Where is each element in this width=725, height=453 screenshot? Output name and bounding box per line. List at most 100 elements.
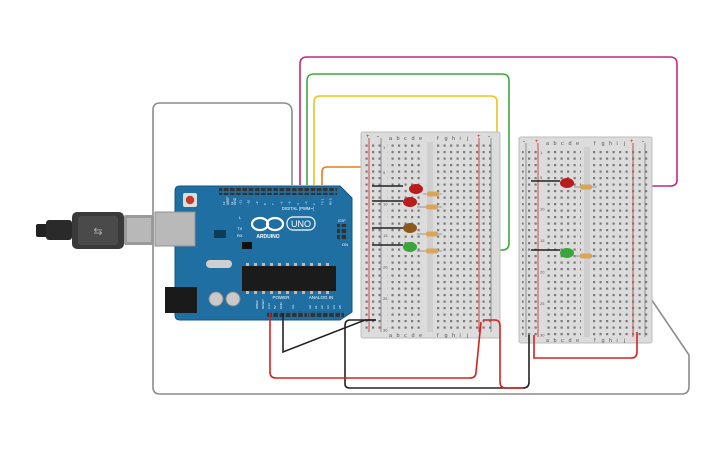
wire-black-board2 bbox=[344, 319, 530, 389]
row-number: 20 bbox=[383, 265, 388, 270]
analog-pin-label: A3 bbox=[326, 305, 330, 309]
bb2-minus-rail-right: - bbox=[642, 139, 644, 145]
power-label: POWER bbox=[272, 295, 290, 300]
arduino-logo bbox=[250, 216, 285, 232]
column-letter: h bbox=[609, 338, 612, 344]
column-letter: d bbox=[569, 141, 572, 147]
bb1-minus-rail-right: - bbox=[488, 134, 490, 140]
digital-pin-label: ~3 bbox=[304, 201, 308, 205]
column-letter: f bbox=[594, 338, 596, 344]
row-number: 15 bbox=[383, 233, 388, 238]
row-number: 1 bbox=[383, 145, 386, 150]
tx-label: TX bbox=[237, 226, 242, 231]
column-letter: e bbox=[419, 136, 422, 142]
digital-pin-label: TX 1 bbox=[320, 198, 324, 205]
analog-pin-label: A5 bbox=[338, 305, 342, 309]
uno-model: UNO bbox=[291, 219, 311, 229]
resistor bbox=[417, 231, 442, 237]
column-letter: g bbox=[445, 136, 448, 142]
column-letter: c bbox=[561, 338, 564, 344]
bb1-minus-rail: - bbox=[377, 134, 379, 140]
resistor bbox=[417, 248, 442, 254]
wire-red-5v bbox=[269, 313, 482, 379]
atmega-chip bbox=[242, 266, 336, 291]
l-led-label: L bbox=[239, 215, 242, 220]
row-number: 25 bbox=[540, 301, 545, 306]
led-green bbox=[403, 242, 417, 252]
column-letter: h bbox=[452, 136, 455, 142]
resistor bbox=[574, 184, 597, 190]
digital-pin-label: ~6 bbox=[279, 201, 283, 205]
aref-label: AREF bbox=[226, 196, 230, 205]
column-letter: j bbox=[623, 338, 625, 344]
wire-gray bbox=[152, 102, 690, 395]
capacitor bbox=[225, 291, 241, 307]
bb1-plus-rail: + bbox=[366, 134, 370, 140]
row-number: 5 bbox=[383, 170, 386, 175]
power-header bbox=[267, 311, 307, 317]
column-letter: d bbox=[412, 333, 415, 339]
column-letter: c bbox=[561, 141, 564, 147]
column-letter: i bbox=[617, 141, 618, 147]
column-letter: d bbox=[569, 338, 572, 344]
ioref-label: IOREF bbox=[255, 300, 259, 309]
digital-pin-label: 7 bbox=[271, 203, 275, 205]
wire-yellow bbox=[313, 95, 498, 233]
column-letter: f bbox=[437, 333, 439, 339]
row-number: 30 bbox=[540, 333, 545, 338]
analog-pin-label: A0 bbox=[308, 305, 312, 309]
resistor bbox=[423, 191, 442, 197]
bb2-plus-rail: + bbox=[535, 139, 539, 145]
row-number: 25 bbox=[383, 296, 388, 301]
gnd-pin-label: GND bbox=[279, 302, 283, 310]
icsp-label: ICSP bbox=[338, 219, 345, 223]
column-letter: h bbox=[609, 141, 612, 147]
vin-label: Vin bbox=[291, 304, 295, 309]
column-letter: f bbox=[594, 141, 596, 147]
column-letter: c bbox=[404, 333, 407, 339]
column-letter: d bbox=[412, 136, 415, 142]
digital-pin-label: ~11 bbox=[238, 200, 242, 205]
column-letter: b bbox=[554, 338, 557, 344]
row-number: 10 bbox=[383, 202, 388, 207]
analog-pin-label: A4 bbox=[332, 305, 336, 309]
column-letter: a bbox=[546, 141, 550, 147]
resistor bbox=[417, 204, 442, 210]
digital-pin-label: ~9 bbox=[255, 201, 259, 205]
v33-label: 3.3V bbox=[267, 303, 271, 309]
wire-red-board2-right bbox=[533, 332, 638, 359]
column-letter: j bbox=[466, 136, 468, 142]
column-letter: j bbox=[623, 141, 625, 147]
digital-pin-label: 4 bbox=[296, 203, 300, 205]
analog-label: ANALOG IN bbox=[309, 295, 334, 300]
digital-label: DIGITAL (PWM~) bbox=[282, 206, 315, 211]
capacitor bbox=[208, 291, 224, 307]
column-letter: g bbox=[602, 141, 605, 147]
row-number: 10 bbox=[540, 207, 545, 212]
digital-pin-label: 2 bbox=[312, 203, 316, 205]
column-letter: a bbox=[546, 338, 550, 344]
row-number: 15 bbox=[540, 238, 545, 243]
digital-pin-label: 8 bbox=[263, 203, 267, 205]
led-brown bbox=[403, 223, 417, 233]
rx-label: RX bbox=[237, 233, 243, 238]
power-jack bbox=[165, 287, 197, 313]
digital-pin-label: ~10 bbox=[247, 200, 251, 205]
row-number: 5 bbox=[540, 175, 543, 180]
column-letter: a bbox=[389, 333, 393, 339]
led-red bbox=[560, 178, 574, 188]
analog-header bbox=[308, 311, 344, 317]
bb2-plus-rail-right: + bbox=[630, 139, 634, 145]
arduino-brand: ARDUINO bbox=[256, 234, 279, 240]
bb1-plus-rail-right: + bbox=[477, 134, 481, 140]
column-letter: a bbox=[389, 136, 393, 142]
bb2-minus-rail: - bbox=[523, 139, 525, 145]
analog-pin-label: A2 bbox=[320, 305, 324, 309]
analog-pin-label: A1 bbox=[314, 305, 318, 309]
svg-text:⇆: ⇆ bbox=[93, 225, 102, 238]
